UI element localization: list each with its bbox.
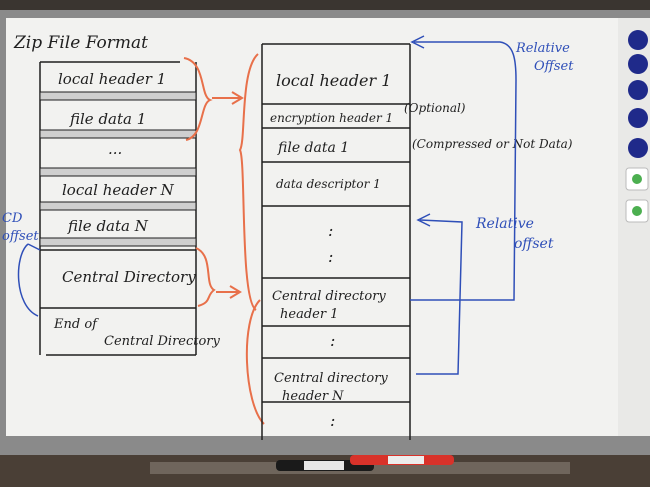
left-end-line1: End of [53, 317, 99, 332]
magnet-icon [628, 80, 648, 100]
left-block-file-data-1: file data 1 [69, 110, 146, 128]
orange-brace-connectors [183, 53, 265, 425]
left-block-local-header-n: local header N [62, 181, 175, 199]
right-block-data-descriptor-1: data descriptor 1 [276, 177, 381, 191]
magnet-icon [628, 30, 648, 50]
marker-pen [276, 460, 374, 471]
magnet-icon [628, 54, 648, 74]
right-cd-header-1-line2: header 1 [280, 307, 338, 322]
annotation-optional: (Optional) [404, 101, 466, 115]
left-block-central-directory: Central Directory [62, 268, 196, 286]
magnet-icon [628, 138, 648, 158]
right-cd-header-n-line2: header N [282, 389, 344, 404]
relative-offset-mid-line1: Relative [475, 216, 534, 232]
pin-icon [625, 167, 649, 191]
right-dots-4: : [330, 411, 335, 430]
right-cd-header-n-line1: Central directory [274, 371, 388, 386]
relative-offset-mid-line2: offset [514, 236, 554, 252]
right-column-diagram [261, 43, 411, 440]
left-end-line2: Central Directory [104, 334, 221, 349]
cd-offset-line2: offset [2, 229, 39, 244]
marker-pen [350, 455, 454, 465]
annotation-compressed: (Compressed or Not Data) [412, 137, 573, 151]
cd-offset-line1: CD [2, 211, 23, 226]
board-right-strip [618, 18, 650, 436]
left-block-ellipsis: ... [108, 140, 122, 158]
right-block-encryption-header-1: encryption header 1 [270, 111, 393, 125]
right-block-local-header-1: local header 1 [276, 71, 391, 90]
right-dots-2: : [328, 247, 333, 266]
right-cd-header-1-line1: Central directory [272, 289, 386, 304]
cd-offset-tick [27, 243, 41, 251]
relative-offset-arrows [410, 35, 517, 375]
right-dots-1: : [328, 221, 333, 240]
left-block-local-header-1: local header 1 [58, 70, 166, 88]
cd-offset-arrow [17, 243, 39, 317]
relative-offset-top-line1: Relative [515, 41, 570, 56]
relative-offset-top-line2: Offset [534, 59, 574, 74]
board-title: Zip File Format [13, 33, 148, 53]
pin-icon [625, 199, 649, 223]
left-hatch-separators [39, 91, 197, 247]
magnet-icon [628, 108, 648, 128]
left-block-file-data-n: file data N [67, 217, 149, 235]
right-block-file-data-1: file data 1 [277, 140, 349, 156]
right-dots-3: : [330, 331, 335, 350]
